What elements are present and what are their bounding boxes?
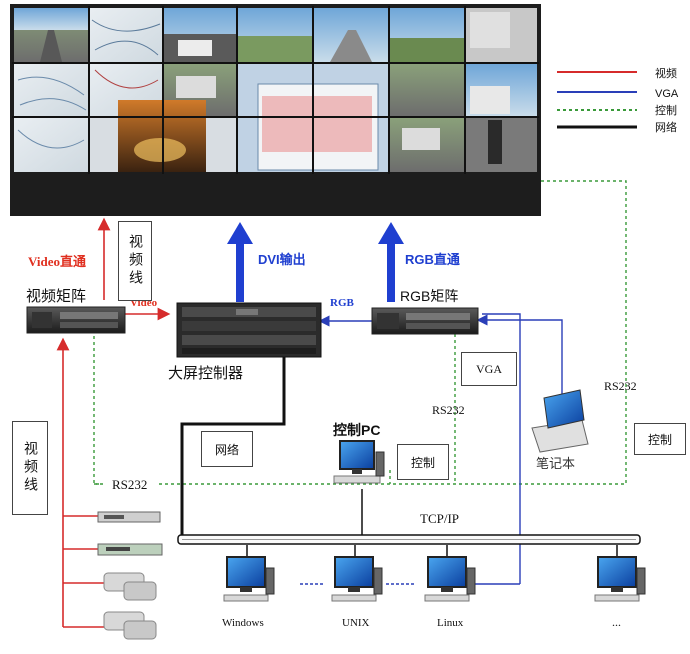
control-pc-label: 控制PC xyxy=(333,422,380,438)
video-matrix-label: 视频矩阵 xyxy=(26,288,86,305)
workstation-unix xyxy=(331,556,383,602)
network-drops xyxy=(246,489,618,558)
workstation-windows xyxy=(223,556,275,602)
rgb-direct-label: RGB直通 xyxy=(405,252,460,267)
video-wall-tiles xyxy=(14,8,537,172)
camera-device-2 xyxy=(103,611,157,640)
video-matrix-device xyxy=(26,306,126,334)
network-label-box: 网络 xyxy=(201,431,253,467)
legend-vga-label: VGA xyxy=(655,88,679,100)
rs232-left-label: RS232 xyxy=(112,477,147,492)
video-line-label-box: 视频线 xyxy=(118,221,152,301)
vga-label-box: VGA xyxy=(461,352,517,386)
video-line-label-box-left: 视频线 xyxy=(12,421,48,515)
dvi-output-label: DVI输出 xyxy=(258,252,306,267)
rgb-small-label: RGB xyxy=(330,297,355,309)
video-wall-grid xyxy=(12,6,539,174)
video-direct-label: Video直通 xyxy=(28,254,86,269)
rs232-mid-label: RS232 xyxy=(432,403,465,417)
network-lines xyxy=(180,357,286,540)
control-pc-device xyxy=(333,440,385,484)
control-lines xyxy=(93,180,627,485)
rgb-direct-arrow xyxy=(378,222,404,302)
video-lines xyxy=(56,217,171,628)
video-wall xyxy=(10,4,541,216)
legend: 视频 VGA 控制 网络 xyxy=(557,66,679,134)
workstation-unix-label: UNIX xyxy=(342,617,370,629)
laptop-device xyxy=(531,389,589,453)
control-label-box-pc: 控制 xyxy=(397,444,449,480)
rgb-matrix-device xyxy=(371,307,479,335)
rs232-right-label: RS232 xyxy=(604,379,637,393)
tcpip-label: TCP/IP xyxy=(420,511,459,526)
screen-controller-label: 大屏控制器 xyxy=(168,365,243,382)
tcpip-bus: TCP/IP xyxy=(177,511,641,545)
set-top-box-device xyxy=(97,543,163,556)
screen-controller-device xyxy=(176,302,322,358)
workstation-windows-label: Windows xyxy=(222,617,264,629)
camera-device-1 xyxy=(103,572,157,601)
rgb-matrix-label: RGB矩阵 xyxy=(400,288,458,304)
legend-control-label: 控制 xyxy=(655,103,677,117)
legend-video-label: 视频 xyxy=(655,66,677,80)
dvi-arrow xyxy=(227,222,253,302)
workstation-linux-label: Linux xyxy=(437,617,464,629)
workstation-other-label: ... xyxy=(612,615,621,629)
vga-lines xyxy=(300,313,563,585)
workstation-other xyxy=(594,556,646,602)
laptop-label: 笔记本 xyxy=(536,456,575,471)
dvd-player-device xyxy=(97,511,161,523)
workstation-linux xyxy=(424,556,476,602)
control-label-box-right: 控制 xyxy=(634,423,686,455)
legend-network-label: 网络 xyxy=(655,120,677,134)
